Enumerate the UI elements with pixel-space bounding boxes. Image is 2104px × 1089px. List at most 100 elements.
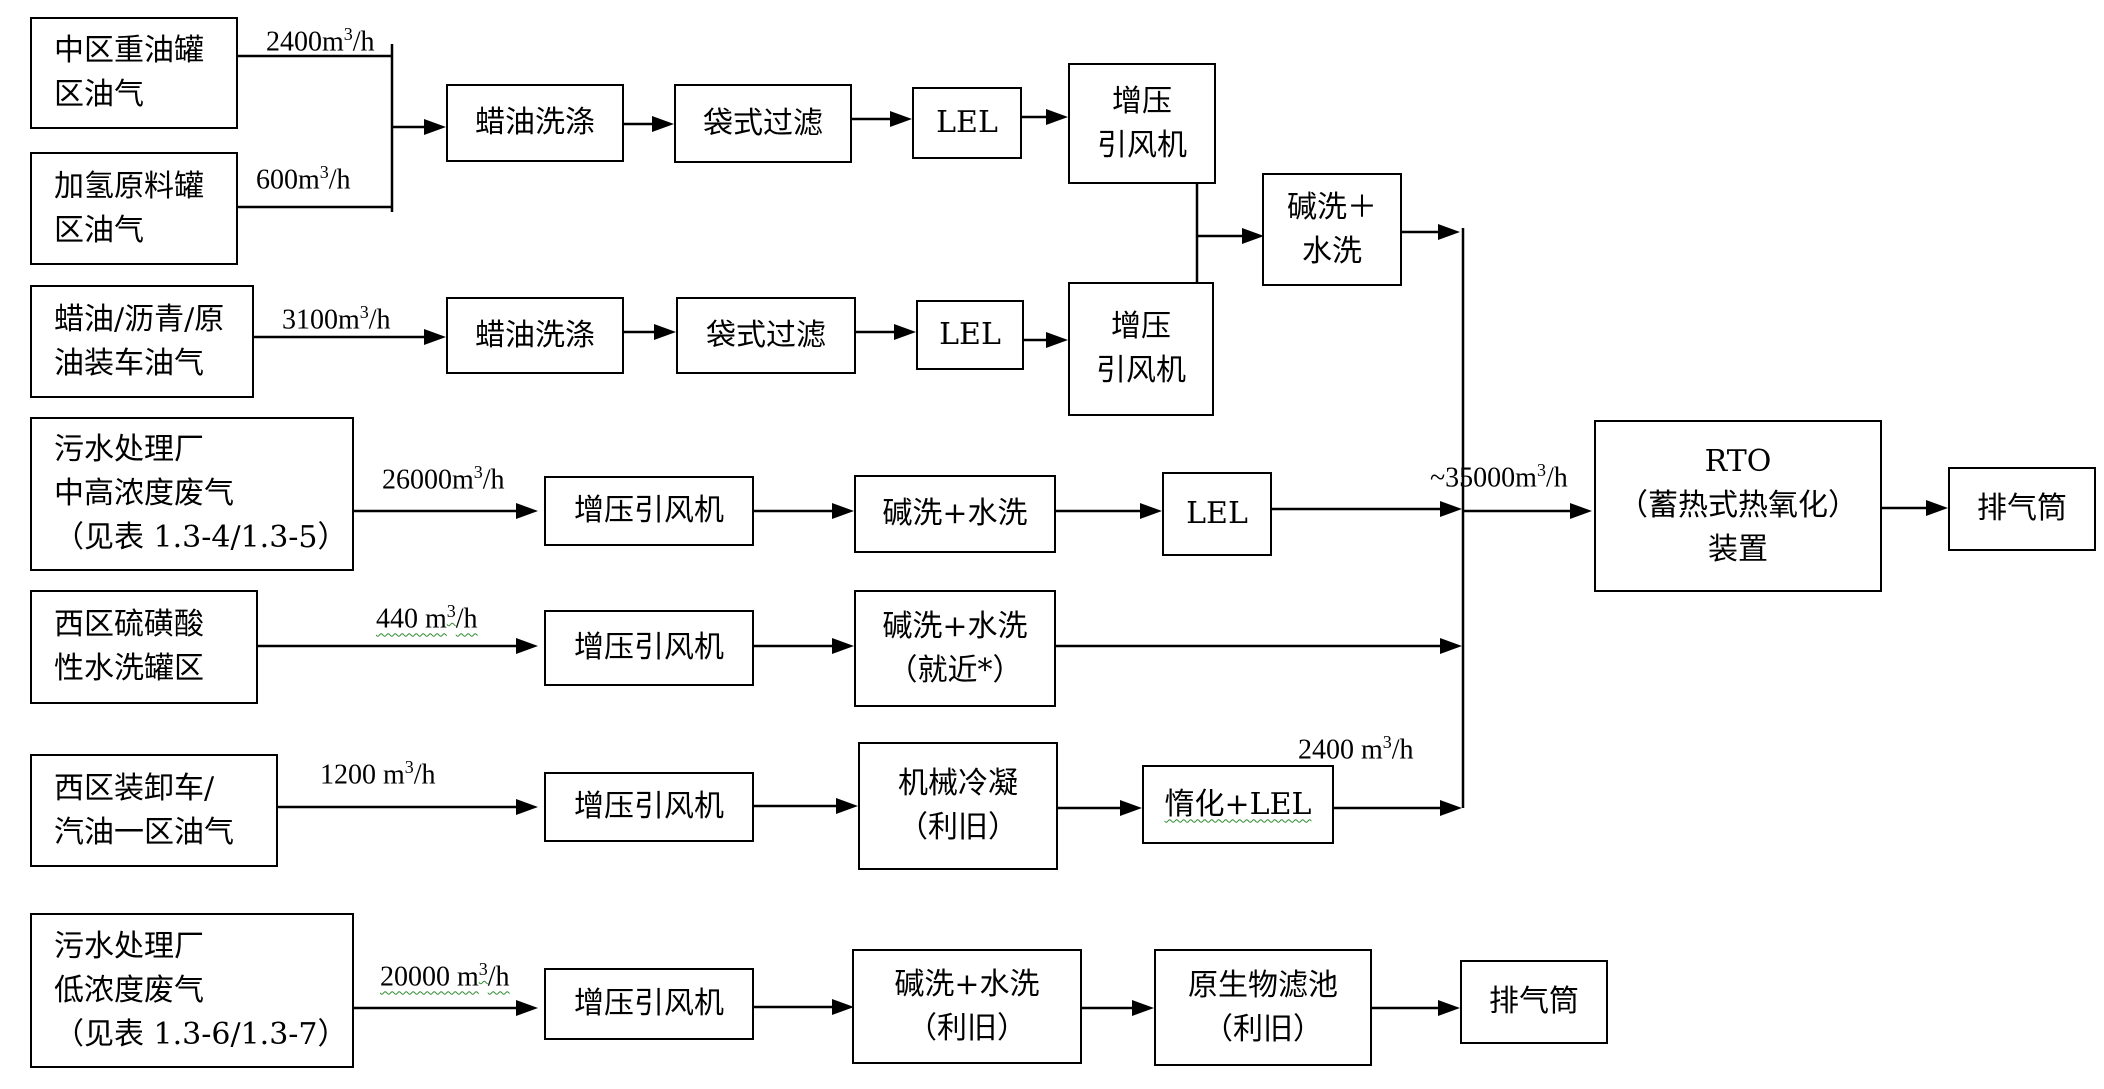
process-alkali-water-wash-6: 碱洗+水洗 （利旧） [852, 949, 1082, 1064]
flow-rate-exponent: 3 [319, 162, 329, 182]
arrow-head [1440, 501, 1462, 517]
process-lel-3: LEL [1162, 472, 1272, 556]
arrow-head [1926, 500, 1948, 516]
flow-rate-unit: /h [1391, 734, 1414, 766]
arrow-head [1438, 1000, 1460, 1016]
process-label: 排气筒 [1977, 491, 2067, 526]
process-label: 碱洗＋ [1287, 189, 1377, 225]
flow-rate-label: 1200 m3/h [320, 751, 436, 791]
arrow-head [516, 1000, 538, 1016]
process-label: 碱洗+水洗 [882, 496, 1028, 531]
arrow-head [1570, 503, 1592, 519]
flow-rate-value: ~35000m [1430, 462, 1537, 494]
process-wax-oil-wash-1: 蜡油洗涤 [446, 84, 624, 162]
process-label: 排气筒 [1489, 984, 1579, 1019]
flow-rate-label: 2400 m3/h [1298, 726, 1414, 766]
arrow-head [424, 329, 446, 345]
arrow-head [652, 116, 674, 132]
process-label: 机械冷凝 [898, 766, 1018, 801]
source-label: 区油气 [54, 212, 144, 248]
source-label: 中区重油罐 [54, 33, 204, 68]
flow-rate-unit: /h [487, 961, 510, 993]
flow-rate-exponent: 3 [446, 601, 456, 621]
source-label: 区油气 [54, 77, 144, 112]
source-xiqu-loading-gasoline: 西区装卸车/ 汽油一区油气 [30, 754, 278, 867]
source-label: 污水处理厂 [54, 432, 204, 467]
flow-rate-value: 26000m [382, 464, 474, 496]
process-label: 袋式过滤 [703, 105, 823, 141]
arrow-head [1440, 800, 1462, 816]
source-wwtp-high-concentration: 污水处理厂 中高浓度废气 （见表 1.3-4/1.3-5） [30, 417, 354, 571]
arrow-head [1046, 109, 1068, 125]
flow-rate-label: 20000 m3/h [380, 953, 510, 993]
source-label: 性水洗罐区 [54, 651, 204, 686]
source-label: 油装车油气 [54, 345, 204, 381]
source-zhongqu-heavy-oil-tank: 中区重油罐 区油气 [30, 17, 238, 129]
arrow-head [1242, 228, 1264, 244]
flow-rate-label: 2400m3/h [266, 18, 375, 58]
arrow-head [1046, 332, 1068, 348]
process-label: （利旧） [907, 1010, 1027, 1046]
source-label: 中高浓度废气 [54, 476, 234, 511]
flow-rate-exponent: 3 [1536, 460, 1546, 480]
process-wax-oil-wash-2: 蜡油洗涤 [446, 297, 624, 374]
process-rto-unit: RTO （蓄热式热氧化） 装置 [1594, 420, 1882, 592]
source-label: 加氢原料罐 [54, 168, 204, 204]
arrow-head [890, 111, 912, 127]
process-label: 碱洗+水洗 [894, 966, 1040, 1002]
process-bag-filter-2: 袋式过滤 [676, 297, 856, 374]
process-label: LEL [1186, 496, 1248, 531]
process-bag-filter-1: 袋式过滤 [674, 84, 852, 163]
source-xiqu-acid-water-tank: 西区硫磺酸 性水洗罐区 [30, 590, 258, 704]
flow-rate-value: 20000 m [380, 961, 479, 993]
process-label: 蜡油洗涤 [475, 105, 595, 140]
process-booster-fan-6: 增压引风机 [544, 968, 754, 1040]
process-label: （利旧） [1203, 1011, 1323, 1047]
process-label: RTO [1704, 444, 1772, 479]
process-label: 水洗 [1302, 233, 1362, 269]
process-booster-fan-3: 增压引风机 [544, 476, 754, 546]
process-label: 原生物滤池 [1188, 967, 1338, 1003]
process-label: 袋式过滤 [706, 317, 826, 353]
process-alkali-water-wash-top: 碱洗＋ 水洗 [1262, 173, 1402, 286]
process-booster-fan-1: 增压 引风机 [1068, 63, 1216, 184]
process-label: LEL [936, 105, 998, 140]
arrow-head [1440, 638, 1462, 654]
process-label: （蓄热式热氧化） [1618, 488, 1858, 523]
process-label: 增压 [1112, 83, 1172, 119]
flow-rate-unit: /h [413, 759, 436, 791]
flow-rate-value: 3100m [282, 304, 360, 336]
flow-rate-exponent: 3 [359, 302, 369, 322]
source-label: 西区硫磺酸 [54, 607, 204, 642]
process-label: 增压引风机 [574, 630, 724, 665]
process-alkali-water-wash-3: 碱洗+水洗 [854, 475, 1056, 553]
source-label: 蜡油/沥青/原 [54, 301, 225, 337]
source-label: 低浓度废气 [54, 972, 204, 1008]
arrow-head [1140, 503, 1162, 519]
flow-rate-unit: /h [368, 304, 391, 336]
flow-rate-label: 600m3/h [256, 156, 351, 196]
arrow-head [654, 324, 676, 340]
flow-rate-value: 1200 m [320, 759, 405, 791]
process-label: 增压引风机 [574, 493, 724, 528]
flow-rate-exponent: 3 [404, 757, 414, 777]
flow-rate-label: 26000m3/h [382, 456, 505, 496]
process-lel-2: LEL [916, 300, 1024, 370]
process-inerting-lel: 惰化+LEL [1142, 765, 1334, 844]
process-label: 增压引风机 [574, 986, 724, 1021]
source-wwtp-low-concentration: 污水处理厂 低浓度废气 （见表 1.3-6/1.3-7） [30, 913, 354, 1068]
flow-rate-unit: /h [328, 164, 351, 196]
process-label: 增压引风机 [574, 789, 724, 824]
flow-rate-exponent: 3 [478, 959, 488, 979]
flow-rate-label: ~35000m3/h [1430, 454, 1568, 494]
process-label: （利旧） [898, 810, 1018, 845]
arrow-head [832, 638, 854, 654]
flow-rate-exponent: 3 [1382, 732, 1392, 752]
process-biofilter: 原生物滤池 （利旧） [1154, 949, 1372, 1066]
flow-rate-value: 440 m [376, 603, 447, 635]
flow-rate-unit: /h [1545, 462, 1568, 494]
arrow-head [836, 798, 858, 814]
arrow-head [1132, 1000, 1154, 1016]
process-label: 引风机 [1096, 353, 1186, 388]
